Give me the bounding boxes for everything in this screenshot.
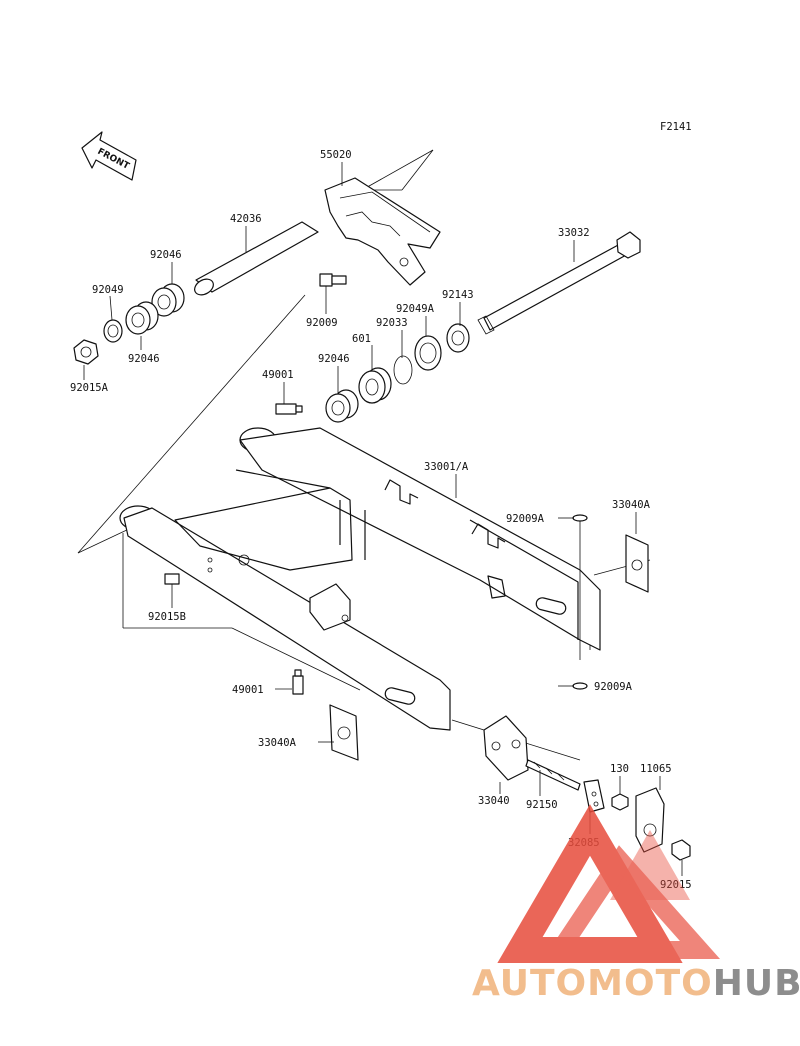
bearing-92046-right: [325, 389, 359, 423]
circlip-92033: [393, 355, 413, 385]
label-11065: 11065: [640, 763, 672, 775]
label-55020: 55020: [320, 149, 352, 161]
axle-33032: [477, 231, 641, 335]
nut-130: [611, 793, 629, 811]
front-arrow-icon: FRONT: [81, 131, 137, 181]
label-42036: 42036: [230, 213, 262, 225]
label-49001: 49001: [232, 684, 264, 696]
label-92046: 92046: [150, 249, 182, 261]
label-92009A: 92009A: [506, 513, 545, 525]
collar-92143: [446, 323, 470, 353]
chain-guide-part: [324, 177, 441, 286]
label-92015B: 92015B: [148, 611, 186, 623]
bolt-92009: [319, 273, 347, 287]
plug-92015B: [164, 573, 180, 585]
cap-92009A-upper: [572, 514, 588, 660]
label-92049A: 92049A: [396, 303, 435, 315]
label-92009A: 92009A: [594, 681, 633, 693]
label-601: 601: [352, 333, 371, 345]
grease-nipple-49001-lower: [292, 669, 304, 695]
label-33040: 33040: [478, 795, 510, 807]
seal-92049A: [414, 335, 442, 371]
cap-92009A-lower: [572, 682, 588, 690]
label-33040A: 33040A: [612, 499, 651, 511]
watermark-logo: AUTOMOTOHUB: [472, 804, 800, 1004]
label-49001: 49001: [262, 369, 294, 381]
label-92150: 92150: [526, 799, 558, 811]
bracket-11065: [635, 787, 665, 853]
bolt-92150: [525, 759, 581, 791]
label-92049: 92049: [92, 284, 124, 296]
label-92009: 92009: [306, 317, 338, 329]
plate-33040A-right: [625, 534, 649, 593]
bearing-601: [358, 367, 392, 404]
plate-33040A-left: [329, 704, 359, 761]
label-33032: 33032: [558, 227, 590, 239]
label-92033: 92033: [376, 317, 408, 329]
watermark-text-hub: HUB: [713, 963, 800, 1004]
swingarm-33001A: [119, 427, 601, 731]
bearing-92046-lower: [125, 301, 159, 335]
label-92143: 92143: [442, 289, 474, 301]
seal-92049: [103, 319, 123, 343]
watermark-text-automoto: AUTOMOTO: [472, 963, 713, 1004]
nut-92015A: [73, 339, 99, 365]
plate-32085: [583, 779, 605, 813]
label-92015A: 92015A: [70, 382, 109, 394]
label-130: 130: [610, 763, 629, 775]
svg-text:AUTOMOTOHUB: AUTOMOTOHUB: [472, 963, 800, 1004]
label-92046: 92046: [318, 353, 350, 365]
label-92046: 92046: [128, 353, 160, 365]
adjuster-33040: [483, 715, 529, 781]
grease-nipple-49001-upper: [275, 403, 303, 415]
label-92015: 92015: [660, 879, 692, 891]
label-33040A: 33040A: [258, 737, 297, 749]
collar-42036: [194, 221, 319, 296]
label-33001A: 33001/A: [424, 461, 469, 473]
figure-code: F2141: [660, 121, 692, 133]
nut-92015: [671, 839, 691, 861]
